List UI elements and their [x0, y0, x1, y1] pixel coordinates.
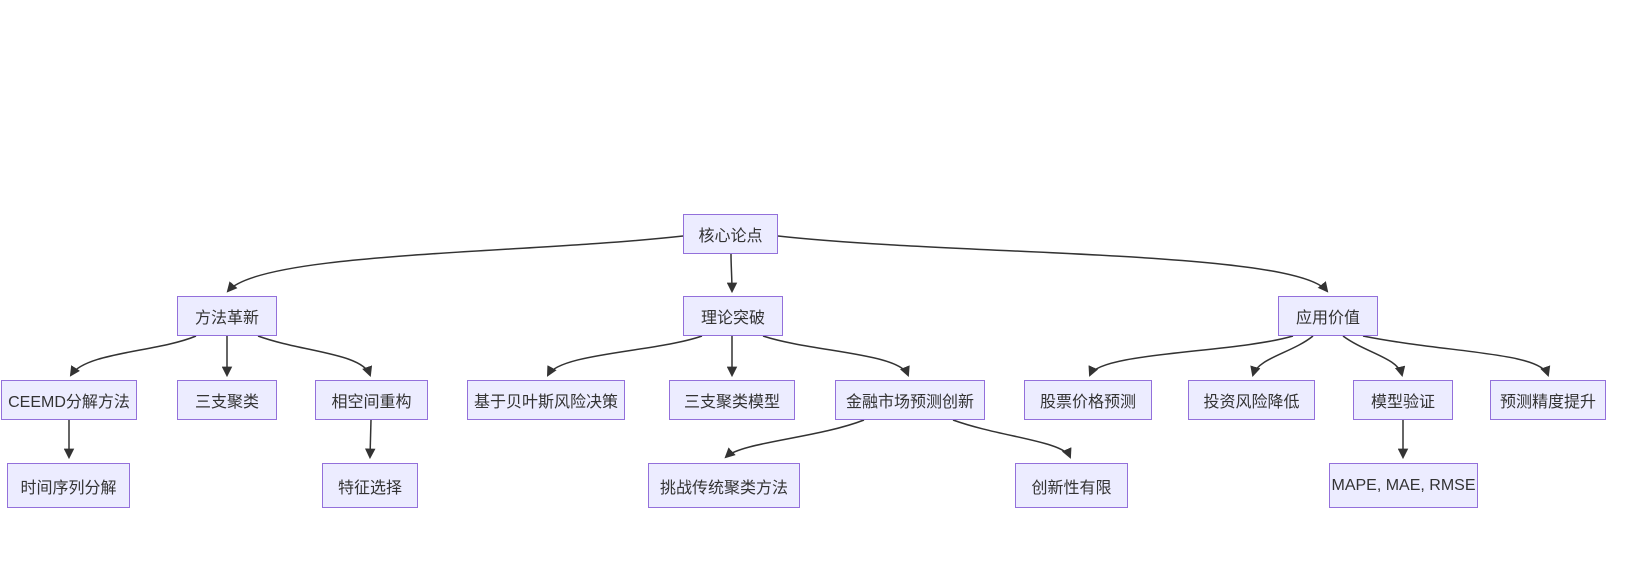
edge-application-value-to-prediction-accuracy [1362, 335, 1551, 377]
node-stock-prediction: 股票价格预测 [1024, 380, 1152, 420]
node-model-validation: 模型验证 [1353, 380, 1453, 420]
edge-application-value-to-investment-risk [1250, 335, 1314, 378]
node-feature-selection: 特征选择 [322, 463, 418, 508]
edge-core-thesis-to-theory-breakthrough [726, 253, 738, 294]
node-prediction-accuracy: 预测精度提升 [1490, 380, 1606, 420]
node-ceemd: CEEMD分解方法 [1, 380, 137, 420]
edge-phase-space-to-feature-selection [364, 419, 376, 460]
edge-application-value-to-stock-prediction [1088, 335, 1294, 377]
node-method-innovation: 方法革新 [177, 296, 277, 336]
node-three-way-clustering: 三支聚类 [177, 380, 277, 420]
node-core-thesis: 核心论点 [683, 214, 778, 254]
node-limited-innovation: 创新性有限 [1015, 463, 1128, 508]
edge-method-innovation-to-phase-space [257, 335, 373, 377]
edge-method-innovation-to-ceemd [69, 335, 197, 377]
node-metrics: MAPE, MAE, RMSE [1329, 463, 1478, 508]
edge-theory-breakthrough-to-financial-innovation [762, 335, 910, 377]
node-time-series-decomposition: 时间序列分解 [7, 463, 130, 508]
node-bayesian-risk: 基于贝叶斯风险决策 [467, 380, 625, 420]
edge-core-thesis-to-application-value [777, 235, 1329, 293]
node-financial-innovation: 金融市场预测创新 [835, 380, 985, 420]
node-twc-model: 三支聚类模型 [669, 380, 795, 420]
node-investment-risk: 投资风险降低 [1188, 380, 1315, 420]
edge-application-value-to-model-validation [1342, 335, 1406, 378]
edge-financial-innovation-to-challenge-traditional [724, 419, 865, 459]
edge-core-thesis-to-method-innovation [226, 235, 684, 293]
node-theory-breakthrough: 理论突破 [683, 296, 783, 336]
edge-theory-breakthrough-to-bayesian-risk [546, 335, 703, 377]
node-challenge-traditional: 挑战传统聚类方法 [648, 463, 800, 508]
node-application-value: 应用价值 [1278, 296, 1378, 336]
edge-financial-innovation-to-limited-innovation [952, 419, 1072, 459]
node-phase-space: 相空间重构 [315, 380, 428, 420]
